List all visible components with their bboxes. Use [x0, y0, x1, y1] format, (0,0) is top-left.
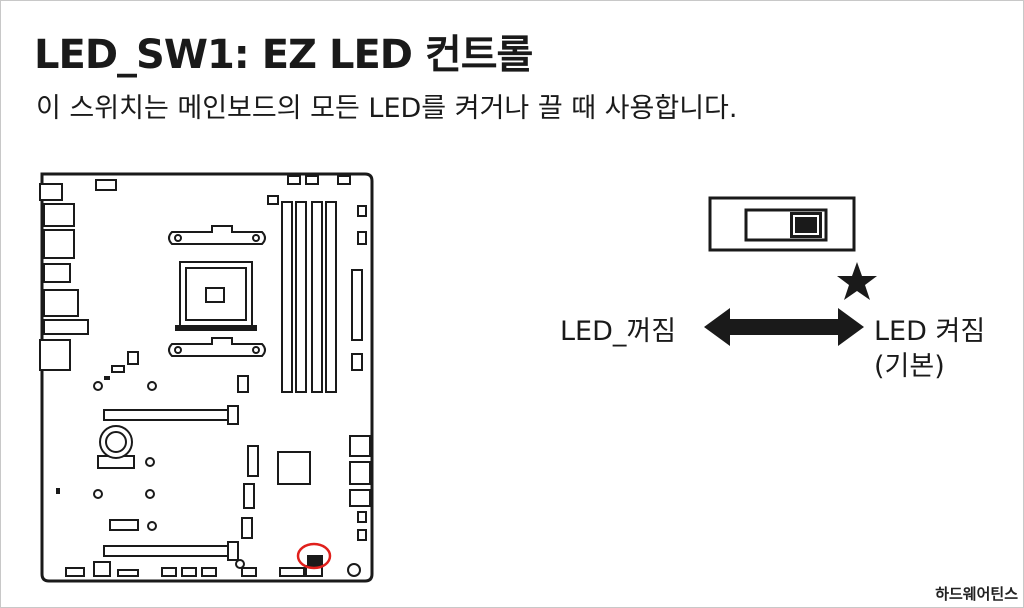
led-on-label: LED 켜짐: [874, 316, 986, 347]
page-title: LED_SW1: EZ LED 컨트롤: [34, 32, 533, 78]
default-label: (기본): [874, 351, 945, 382]
star-icon: [837, 262, 877, 300]
double-arrow-icon: [704, 308, 864, 346]
led-off-label: LED_꺼짐: [560, 316, 677, 347]
page-description: 이 스위치는 메인보드의 모든 LED를 켜거나 끌 때 사용합니다.: [36, 93, 738, 124]
motherboard-diagram: [39, 172, 374, 583]
watermark: 하드웨어틴스: [935, 585, 1018, 603]
switch-diagram: [708, 196, 877, 300]
led-sw1-highlight: [296, 542, 332, 570]
